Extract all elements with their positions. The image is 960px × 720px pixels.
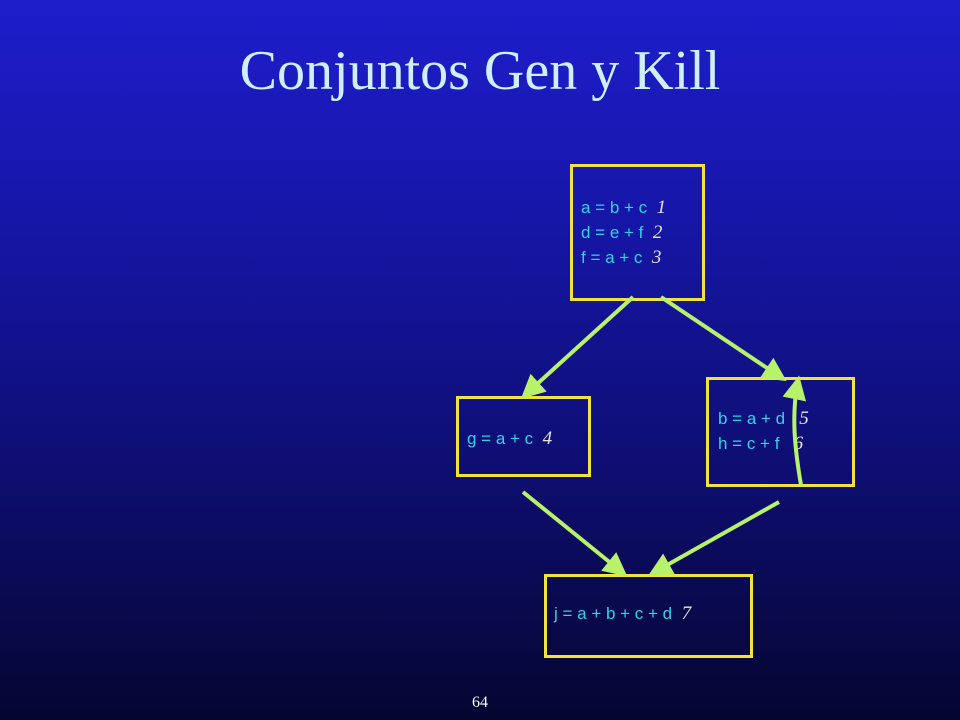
statement-5-code: b = a + d bbox=[718, 409, 786, 428]
statement-2-code: d = e + f bbox=[581, 223, 644, 242]
statement-6: h = c + f 6 bbox=[718, 431, 809, 456]
statement-3-code: f = a + c bbox=[581, 248, 643, 267]
page-number: 64 bbox=[472, 694, 488, 711]
statement-1-number: 1 bbox=[656, 197, 667, 218]
statement-5: b = a + d 5 bbox=[718, 406, 809, 431]
edge-b3-self-loop bbox=[782, 375, 807, 486]
slide-title: Conjuntos Gen y Kill bbox=[239, 40, 721, 102]
statement-6-code: h = c + f bbox=[718, 434, 780, 453]
statement-1-code: a = b + c bbox=[581, 198, 648, 217]
statement-1: a = b + c 1 bbox=[581, 195, 666, 220]
block-b4-statements: j = a + b + c + d 7 bbox=[554, 601, 691, 626]
block-b2-statements: g = a + c 4 bbox=[467, 426, 552, 451]
statement-5-number: 5 bbox=[799, 408, 809, 429]
statement-3: f = a + c 3 bbox=[581, 245, 666, 270]
statement-4: g = a + c 4 bbox=[467, 426, 552, 451]
block-b1-statements: a = b + c 1 d = e + f 2 f = a + c 3 bbox=[581, 195, 666, 270]
edge-b1-b2 bbox=[520, 295, 635, 399]
statement-7: j = a + b + c + d 7 bbox=[554, 601, 691, 626]
edge-b3-b4 bbox=[648, 500, 780, 576]
statement-4-number: 4 bbox=[542, 428, 553, 449]
statement-2: d = e + f 2 bbox=[581, 220, 666, 245]
block-b3-statements: b = a + d 5 h = c + f 6 bbox=[718, 406, 809, 456]
statement-4-code: g = a + c bbox=[467, 429, 534, 448]
edge-b2-b4 bbox=[521, 490, 628, 577]
edge-b1-b3 bbox=[659, 295, 787, 382]
statement-7-code: j = a + b + c + d bbox=[554, 604, 673, 623]
statement-7-number: 7 bbox=[681, 603, 692, 624]
statement-3-number: 3 bbox=[651, 247, 662, 268]
statement-6-number: 6 bbox=[793, 433, 804, 454]
basic-block-b1: a = b + c 1 d = e + f 2 f = a + c 3 bbox=[570, 164, 705, 301]
statement-2-number: 2 bbox=[652, 222, 663, 243]
